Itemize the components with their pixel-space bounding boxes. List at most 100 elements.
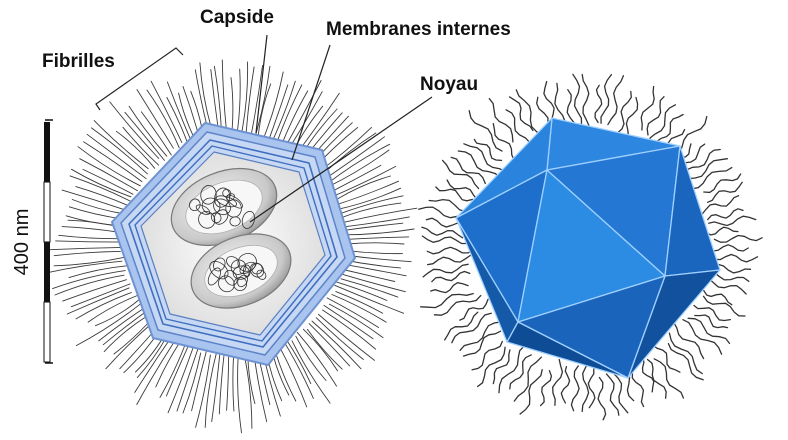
fibril bbox=[594, 84, 603, 124]
fibril bbox=[326, 297, 380, 328]
fibril bbox=[250, 65, 263, 137]
fibril bbox=[255, 65, 271, 136]
fibril bbox=[241, 61, 249, 132]
fibrils-left bbox=[47, 59, 418, 434]
fibril bbox=[165, 342, 191, 397]
fibril bbox=[47, 260, 123, 274]
fibril bbox=[641, 357, 655, 393]
fibril bbox=[285, 339, 312, 385]
fibril bbox=[435, 186, 474, 202]
membranes-leader bbox=[291, 44, 331, 161]
fibril bbox=[82, 168, 134, 195]
fibril bbox=[421, 226, 464, 239]
fibril bbox=[706, 181, 743, 203]
fibril bbox=[336, 180, 400, 206]
fibril bbox=[459, 298, 489, 321]
fibril bbox=[276, 84, 303, 144]
fibril bbox=[519, 368, 543, 415]
fibril bbox=[600, 73, 613, 124]
fibril bbox=[218, 354, 225, 415]
fibril bbox=[640, 85, 655, 131]
fibril bbox=[70, 283, 131, 308]
fibril bbox=[323, 304, 374, 340]
fibril bbox=[328, 303, 384, 339]
dna-coil bbox=[232, 265, 250, 280]
fibril bbox=[136, 89, 174, 149]
fibril bbox=[230, 77, 234, 135]
fibril bbox=[87, 295, 138, 323]
fibril bbox=[281, 90, 309, 144]
fibril bbox=[451, 312, 492, 344]
fibril bbox=[667, 342, 704, 381]
fibril bbox=[342, 207, 418, 224]
fibril bbox=[341, 222, 404, 232]
fibril bbox=[498, 345, 526, 394]
fibril bbox=[433, 294, 482, 316]
fibril bbox=[71, 168, 132, 198]
fibril bbox=[93, 120, 149, 170]
fibril bbox=[624, 96, 639, 142]
fibril bbox=[90, 127, 148, 175]
fibril bbox=[611, 366, 629, 414]
fibril bbox=[61, 226, 122, 233]
fibril bbox=[69, 175, 131, 202]
fibril bbox=[422, 263, 469, 278]
fibril bbox=[713, 234, 763, 243]
fibril bbox=[631, 365, 645, 408]
fibril bbox=[597, 376, 607, 421]
fibril bbox=[315, 317, 364, 360]
fibril bbox=[421, 235, 468, 245]
fibril bbox=[682, 319, 723, 355]
fibril bbox=[570, 365, 580, 412]
fibril bbox=[159, 345, 186, 398]
fibril bbox=[552, 358, 564, 406]
fibril bbox=[322, 309, 377, 350]
dna-coil bbox=[218, 275, 235, 293]
fibril bbox=[668, 332, 703, 375]
dna-coil bbox=[222, 188, 232, 198]
fibril bbox=[693, 304, 731, 322]
fibril bbox=[687, 317, 731, 345]
fibril bbox=[221, 59, 227, 132]
fibril bbox=[426, 246, 475, 255]
fibril bbox=[269, 84, 289, 138]
fibril bbox=[232, 354, 235, 412]
fibril bbox=[605, 373, 620, 416]
fibril bbox=[471, 340, 503, 371]
fibril bbox=[115, 130, 156, 169]
fibril bbox=[211, 352, 221, 423]
fibril bbox=[513, 356, 543, 402]
fibril bbox=[457, 150, 501, 180]
fibril bbox=[646, 96, 665, 136]
fibril bbox=[66, 287, 130, 315]
fibril bbox=[282, 339, 314, 399]
label-noyau: Noyau bbox=[420, 74, 479, 95]
fibril bbox=[140, 111, 172, 156]
fibril bbox=[128, 105, 168, 157]
inner-membrane-1 bbox=[128, 139, 338, 348]
fibril bbox=[146, 89, 180, 149]
fibril bbox=[86, 133, 147, 180]
fibril bbox=[176, 346, 199, 412]
fibril bbox=[166, 81, 192, 142]
fibril bbox=[539, 370, 553, 407]
dna-coil bbox=[249, 262, 265, 278]
fibril bbox=[702, 295, 746, 317]
fibril bbox=[473, 138, 503, 162]
fibril bbox=[708, 215, 757, 227]
fibril bbox=[459, 321, 503, 351]
fibril bbox=[53, 250, 121, 257]
fibril bbox=[155, 340, 181, 388]
dna-coil bbox=[226, 194, 243, 209]
fibril bbox=[581, 73, 590, 127]
fibril bbox=[426, 254, 472, 266]
fibril bbox=[648, 104, 677, 145]
fibril bbox=[79, 158, 138, 192]
nucleus-lower bbox=[190, 233, 292, 309]
fibril bbox=[707, 208, 744, 221]
fibril bbox=[98, 307, 146, 342]
fibril bbox=[226, 353, 230, 411]
fibril bbox=[331, 294, 387, 323]
leader-lines bbox=[95, 34, 433, 223]
fibril bbox=[136, 335, 168, 379]
